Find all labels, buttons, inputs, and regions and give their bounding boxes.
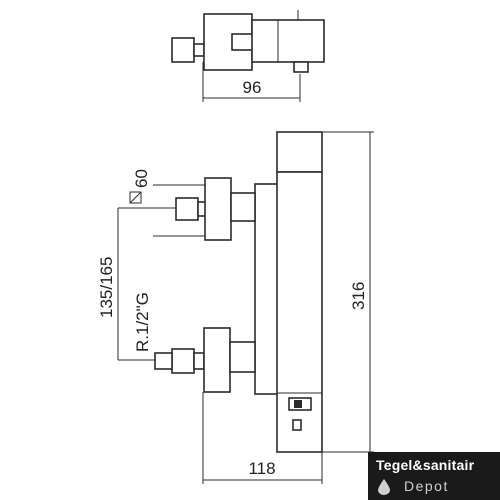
top-view-connector bbox=[231, 33, 255, 51]
top-view-thermostat-body bbox=[251, 19, 325, 63]
watermark-subtitle: Depot bbox=[404, 478, 449, 494]
upper-handle-body bbox=[204, 177, 232, 241]
watermark-logo: Tegel&sanitair Depot bbox=[368, 452, 500, 500]
front-view-outlet bbox=[292, 419, 302, 431]
top-view: 96 bbox=[171, 10, 325, 102]
top-view-outlet bbox=[293, 61, 309, 73]
square-symbol-diagonal bbox=[129, 191, 142, 204]
square-symbol-icon bbox=[129, 191, 142, 204]
upper-handle-connector bbox=[230, 192, 256, 222]
dim-135-label: 135/165 bbox=[97, 257, 116, 318]
lower-handle-body bbox=[203, 327, 231, 393]
upper-handle-knob bbox=[175, 197, 199, 221]
dim-118-label: 118 bbox=[248, 459, 275, 478]
watermark-title: Tegel&sanitair bbox=[376, 457, 475, 473]
lower-handle-connector bbox=[229, 341, 256, 373]
connection-label: R.1/2"G bbox=[133, 292, 152, 352]
lower-handle-knob bbox=[171, 348, 195, 374]
lower-handle-inlet bbox=[154, 352, 173, 370]
top-view-handle-neck bbox=[193, 43, 205, 57]
lower-handle-neck bbox=[193, 352, 205, 370]
front-view-temp-marker bbox=[294, 400, 302, 408]
water-drop-icon bbox=[378, 479, 390, 495]
dim-96-label: 96 bbox=[243, 78, 262, 97]
front-view-mixer-bar bbox=[254, 183, 279, 395]
dim-60-label: 60 bbox=[132, 169, 151, 188]
front-view: 60 135/165 R.1/2"G 316 118 bbox=[97, 131, 374, 484]
dim-316-label: 316 bbox=[349, 282, 368, 310]
front-view-column-top bbox=[276, 131, 323, 173]
top-view-handle-knob bbox=[171, 37, 195, 63]
